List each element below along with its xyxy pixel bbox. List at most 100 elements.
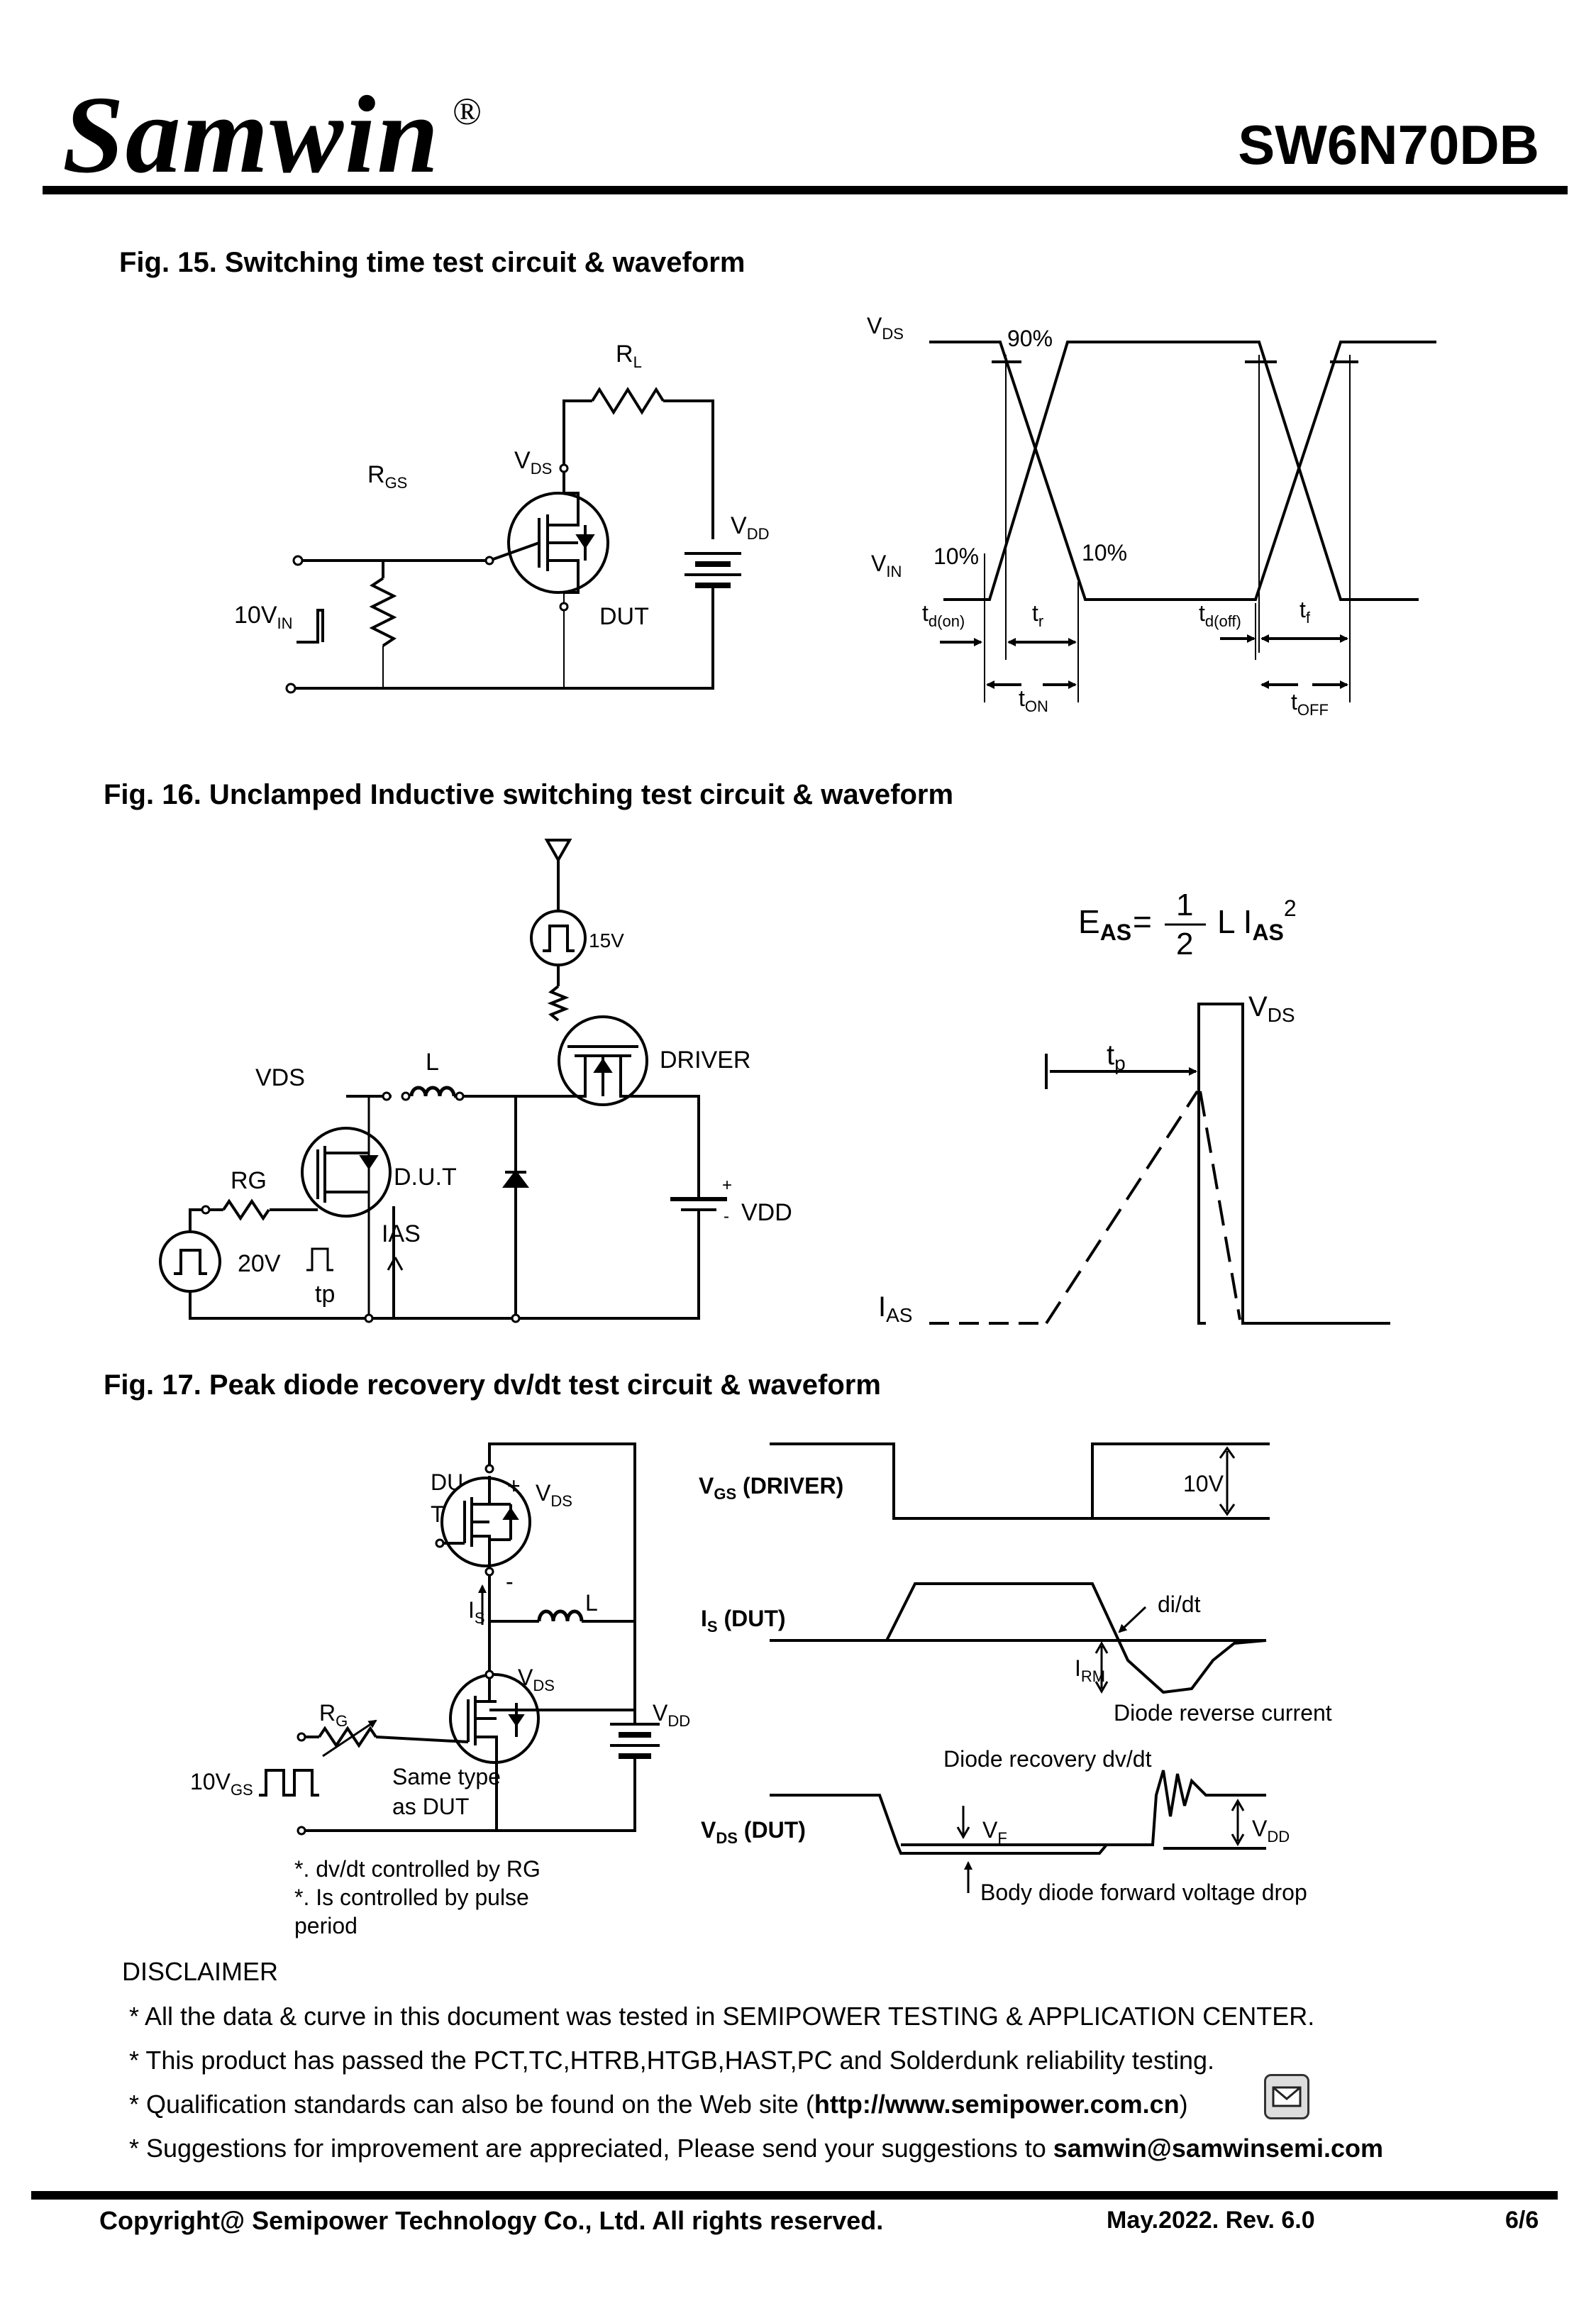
- same-type-label: Same type: [392, 1764, 501, 1789]
- diode-rev-label: Diode reverse current: [1114, 1700, 1332, 1726]
- wf-10a-label: 10%: [933, 544, 979, 569]
- note3-label: period: [294, 1913, 358, 1938]
- tf-label: tf: [1299, 597, 1311, 627]
- dut-label: DUT: [599, 603, 649, 630]
- rl-label: RL: [616, 341, 642, 371]
- vgs-driver-label: VGS (DRIVER): [699, 1473, 843, 1503]
- is-dut-label: IS (DUT): [701, 1606, 786, 1635]
- svg-text:EAS: EAS: [1078, 903, 1131, 945]
- diode-rec-label: Diode recovery dv/dt: [943, 1746, 1152, 1772]
- fig15-title: Fig. 15. Switching time test circuit & w…: [119, 247, 746, 278]
- tr-label: tr: [1032, 600, 1043, 630]
- wf-10b-label: 10%: [1082, 540, 1127, 566]
- wf-vds-label: VDS: [867, 313, 904, 343]
- ias16-label: IAS: [382, 1220, 421, 1247]
- driver-mosfet: [558, 1015, 648, 1106]
- pulse-15v: [530, 910, 587, 966]
- website-link[interactable]: http://www.semipower.com.cn: [814, 2090, 1180, 2119]
- part-number: SW6N70DB: [1238, 114, 1539, 176]
- header-rule: [43, 186, 1568, 194]
- toff-label: tOFF: [1291, 689, 1329, 719]
- fig15-circuit: [294, 387, 741, 690]
- tp16-label: tp: [315, 1281, 335, 1308]
- vds-dut-label: VDS (DUT): [701, 1817, 806, 1847]
- svg-text:1: 1: [1176, 888, 1193, 922]
- plus17-label: +: [507, 1473, 521, 1499]
- note2-label: *. Is controlled by pulse: [294, 1885, 529, 1910]
- fig16-waveform: [929, 1003, 1390, 1325]
- dut-mosfet: [507, 492, 609, 594]
- eas-formula: EAS = 1 2 L IAS2: [1078, 888, 1297, 961]
- tdon-label: td(on): [922, 600, 965, 630]
- brand-logo: Samwin: [62, 73, 440, 196]
- vf-label: VF: [982, 1817, 1007, 1847]
- copyright: Copyright@ Semipower Technology Co., Ltd…: [99, 2206, 884, 2235]
- l17-label: L: [585, 1590, 598, 1616]
- envelope-icon[interactable]: [1264, 2074, 1309, 2119]
- registered-mark: ®: [453, 90, 482, 133]
- disclaimer-line-4: * Suggestions for improvement are apprec…: [129, 2134, 1384, 2163]
- disclaimer-line-2: * This product has passed the PCT,TC,HTR…: [129, 2046, 1214, 2075]
- vds17b-label: VDS: [518, 1665, 555, 1694]
- is17-label: IS: [468, 1597, 485, 1627]
- fig16-circuit: [159, 839, 727, 1320]
- fig17-circuit: [259, 1442, 660, 1832]
- wf-90-label: 90%: [1007, 326, 1053, 351]
- tp16-wf-label: tp: [1107, 1039, 1126, 1074]
- svg-text:=: =: [1133, 903, 1152, 940]
- note1-label: *. dv/dt controlled by RG: [294, 1856, 541, 1882]
- rg17-label: RG: [319, 1700, 348, 1730]
- email-link[interactable]: samwin@samwinsemi.com: [1053, 2134, 1384, 2163]
- fig15-waveform: [929, 341, 1436, 702]
- disclaimer-heading: DISCLAIMER: [122, 1957, 279, 1986]
- dut-mosfet-16: [301, 1127, 392, 1218]
- vdd-label: VDD: [731, 512, 769, 543]
- body-diode-label: Body diode forward voltage drop: [980, 1880, 1307, 1905]
- v20-label: 20V: [238, 1250, 281, 1277]
- rl-resistor: [591, 387, 665, 415]
- inductor-l: [409, 1086, 456, 1097]
- vds-label: VDS: [514, 447, 552, 478]
- supply-arrow: [544, 839, 572, 864]
- minus17-label: -: [506, 1569, 514, 1594]
- revision: May.2022. Rev. 6.0: [1107, 2207, 1315, 2234]
- as-dut-label: as DUT: [392, 1794, 469, 1819]
- irm-label: IRM: [1075, 1655, 1105, 1685]
- vin-label: 10VIN: [234, 602, 293, 632]
- vds16-label: VDS: [255, 1064, 305, 1091]
- ton-label: tON: [1019, 685, 1048, 715]
- vds16-wf-label: VDS: [1248, 991, 1295, 1026]
- minus16-label: -: [724, 1207, 729, 1226]
- dut17-a-label: DU: [431, 1469, 463, 1495]
- plus16-label: +: [722, 1176, 732, 1195]
- fig17-waveform: [770, 1442, 1270, 1893]
- vdd17-label: VDD: [653, 1700, 690, 1730]
- ias16-wf-label: IAS: [878, 1291, 912, 1326]
- tdoff-label: td(off): [1199, 600, 1241, 630]
- vgs17-label: 10VGS: [190, 1769, 253, 1799]
- didt-label: di/dt: [1158, 1591, 1201, 1617]
- vds17a-label: VDS: [536, 1480, 572, 1510]
- v10-label: 10V: [1183, 1471, 1224, 1496]
- dut-mosfet-17: [440, 1477, 531, 1567]
- rg16-label: RG: [231, 1167, 267, 1194]
- inductor-17: [537, 1609, 584, 1622]
- driver-label: DRIVER: [660, 1047, 750, 1074]
- l16-label: L: [426, 1049, 439, 1076]
- dut17-b-label: T: [431, 1501, 445, 1527]
- rgs-label: RGS: [367, 461, 407, 492]
- disclaimer-line-3: * Qualification standards can also be fo…: [129, 2090, 1188, 2119]
- fig16-title: Fig. 16. Unclamped Inductive switching t…: [104, 779, 954, 810]
- lower-mosfet: [449, 1673, 540, 1764]
- vdd16-label: VDD: [741, 1199, 792, 1226]
- rgs-resistor: [369, 577, 397, 647]
- wf-vin-label: VIN: [871, 551, 902, 580]
- fig17-title: Fig. 17. Peak diode recovery dv/dt test …: [104, 1369, 881, 1401]
- vdd17-wf-label: VDD: [1252, 1816, 1290, 1846]
- dut16-label: D.U.T: [394, 1164, 457, 1191]
- svg-text:L IAS2: L IAS2: [1217, 895, 1297, 945]
- svg-text:2: 2: [1176, 927, 1193, 961]
- v15-label: 15V: [589, 929, 624, 951]
- page-number: 6/6: [1505, 2207, 1539, 2234]
